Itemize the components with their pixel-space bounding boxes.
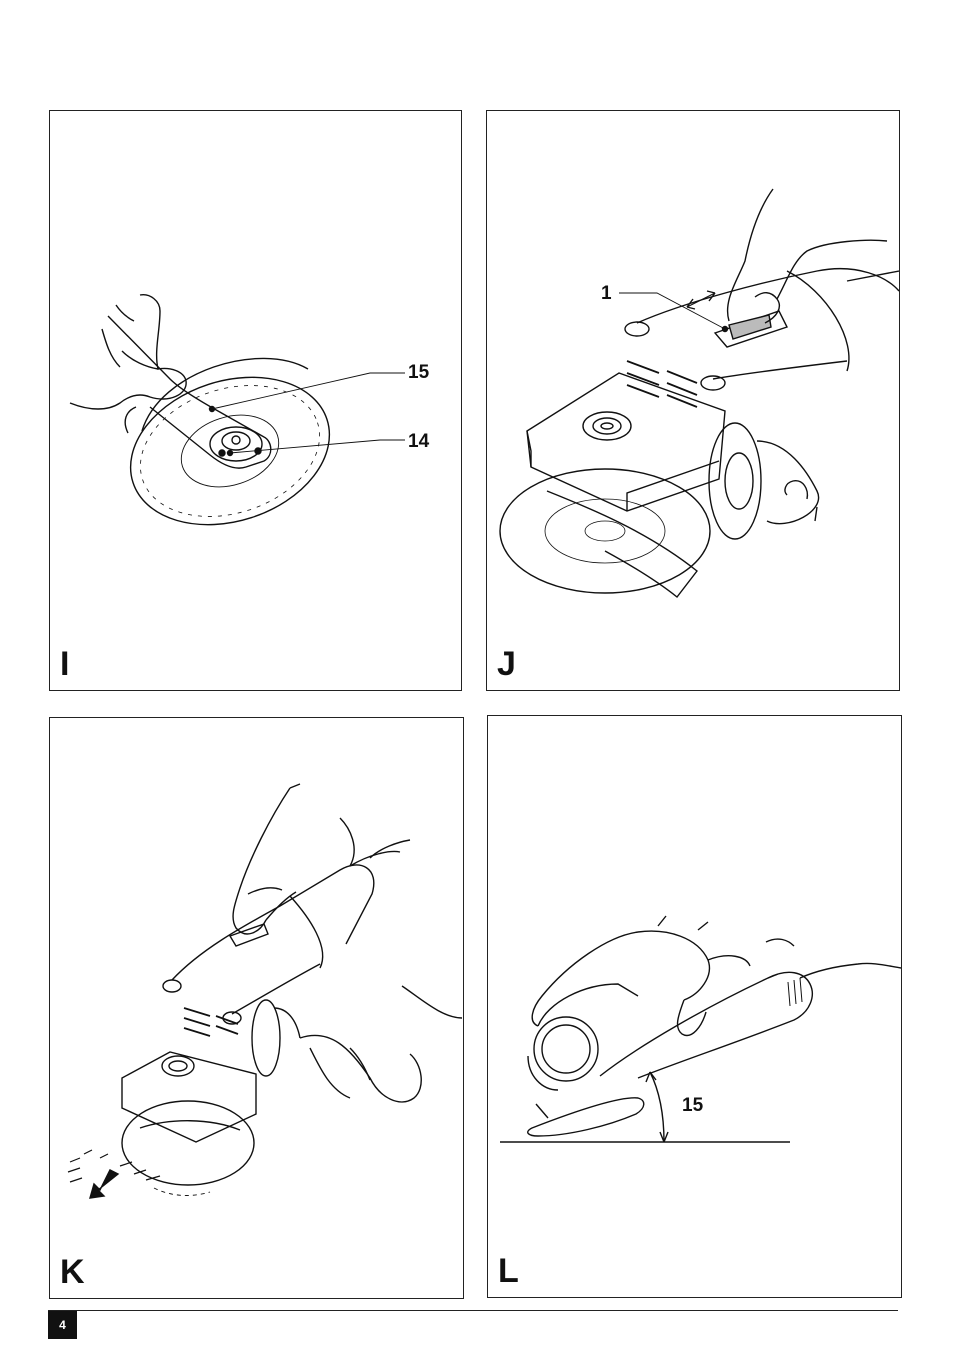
callout-14: 14 <box>408 432 429 451</box>
grinding-operation-illustration <box>50 718 463 1298</box>
callout-angle-15: 15 <box>682 1096 703 1115</box>
angle-grinding-illustration <box>488 716 901 1297</box>
switch-operation-illustration <box>487 111 899 690</box>
panel-label-i: I <box>60 647 69 681</box>
footer-rule <box>48 1310 898 1311</box>
callout-1: 1 <box>601 284 612 303</box>
figure-panel-k: K <box>49 717 464 1299</box>
figure-panel-j: 1 J <box>486 110 900 691</box>
panel-label-j: J <box>497 647 516 681</box>
figure-panel-i: 15 14 I <box>49 110 462 691</box>
wrench-on-disc-illustration <box>50 111 461 690</box>
callout-15: 15 <box>408 363 429 382</box>
page-number: 4 <box>48 1311 77 1339</box>
panel-label-k: K <box>60 1255 85 1289</box>
panel-label-l: L <box>498 1254 519 1288</box>
figure-panel-l: 15 L <box>487 715 902 1298</box>
